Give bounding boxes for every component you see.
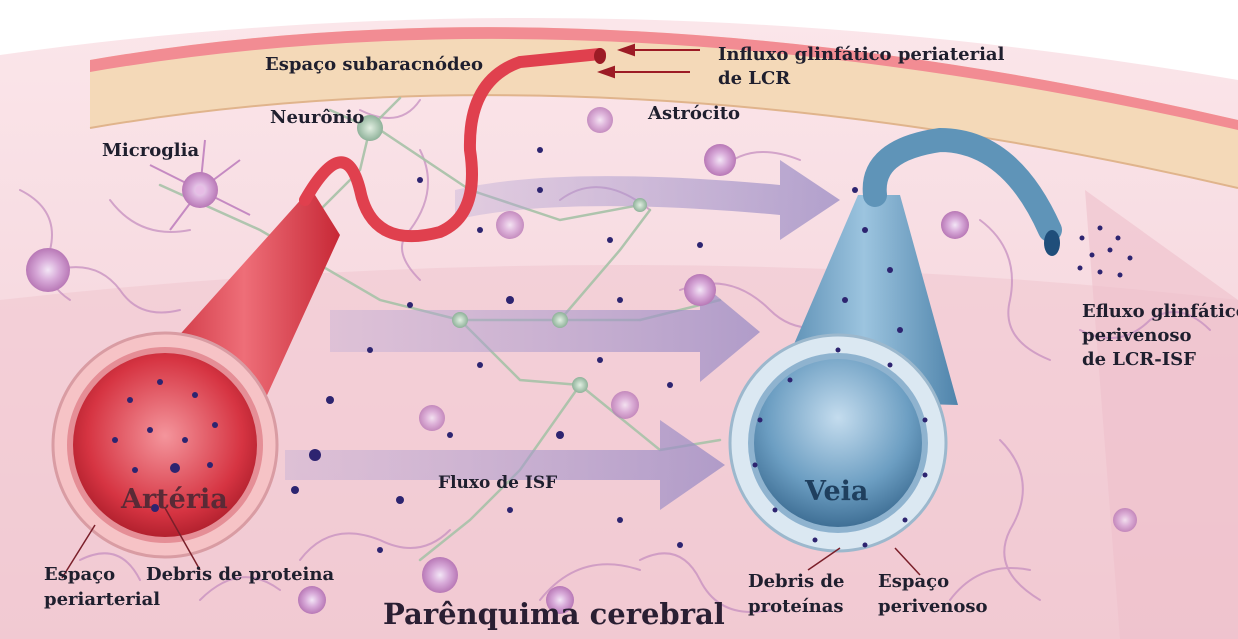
brain-parenchyma-title: Parênquima cerebral bbox=[383, 599, 725, 630]
microglia-label: Microglia bbox=[102, 141, 199, 160]
perivenous-efflux-label-line3: de LCR-ISF bbox=[1082, 350, 1196, 369]
astrocyte-label: Astrócito bbox=[648, 104, 740, 123]
isf-flow-label: Fluxo de ISF bbox=[438, 474, 557, 492]
periarterial-influx-label-line2: de LCR bbox=[718, 69, 790, 88]
perivenous-efflux-label-line2: perivenoso bbox=[1082, 326, 1192, 345]
periarterial-influx-label-line1: Influxo glinfático periaterial bbox=[718, 45, 1004, 64]
artery-label: Artéria bbox=[121, 485, 228, 514]
periarterial-space-label-line2: periarterial bbox=[44, 590, 160, 609]
subarachnoid-space-label: Espaço subaracnódeo bbox=[265, 55, 483, 74]
protein-debris-vein-label-line1: Debris de bbox=[748, 572, 844, 591]
perivenous-efflux-label-line1: Efluxo glinfático bbox=[1082, 302, 1238, 321]
protein-debris-vein-label-line2: proteínas bbox=[748, 597, 844, 616]
vein-label: Veia bbox=[805, 477, 868, 506]
artery-end bbox=[594, 48, 606, 64]
perivenous-space-label-line2: perivenoso bbox=[878, 597, 988, 616]
periarterial-space-label-line1: Espaço bbox=[44, 565, 115, 584]
vein-end bbox=[1044, 230, 1060, 256]
perivenous-space-label-line1: Espaço bbox=[878, 572, 949, 591]
neuron-label: Neurônio bbox=[270, 108, 364, 127]
protein-debris-artery-label: Debris de proteina bbox=[146, 565, 334, 584]
